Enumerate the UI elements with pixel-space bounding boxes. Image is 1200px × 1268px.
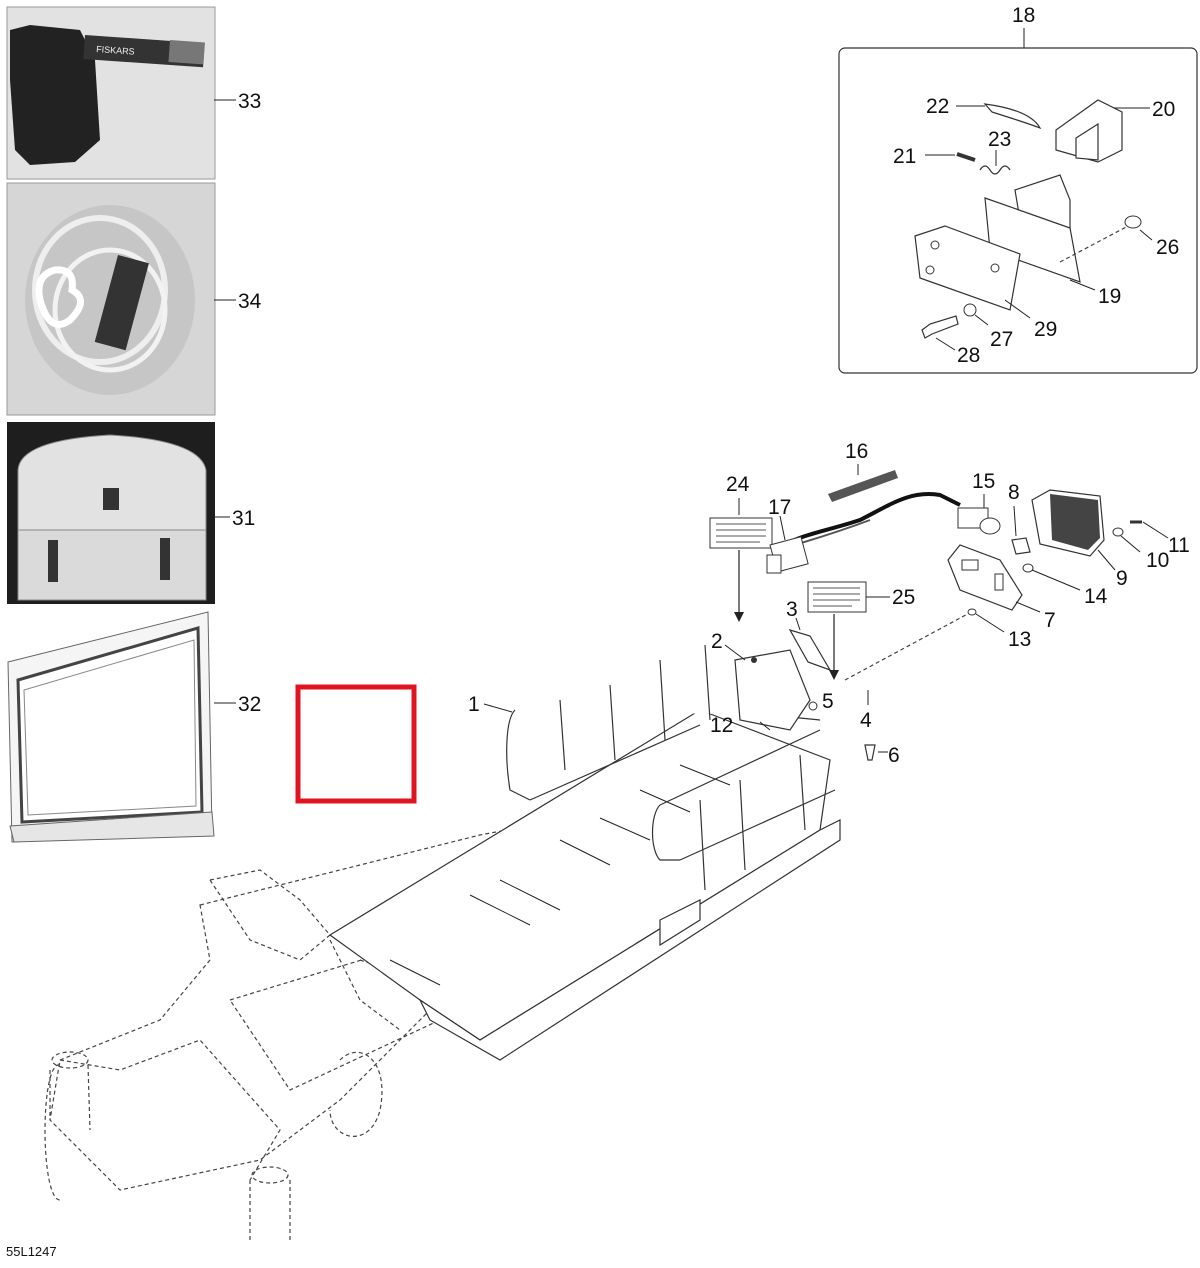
axe-brand-text: FISKARS <box>96 44 135 57</box>
grommet-15: 15 <box>957 470 1001 535</box>
callout-12: 12 <box>710 714 733 737</box>
callout-10: 10 <box>1146 549 1169 572</box>
callout-2: 2 <box>711 630 723 653</box>
callout-32: 32 <box>238 693 261 716</box>
light-bracket-7: 7 <box>947 544 1056 632</box>
callout-6: 6 <box>888 744 900 767</box>
callout-24: 24 <box>726 473 750 496</box>
callout-27: 27 <box>990 328 1013 351</box>
tail-light-9: 9 <box>1031 489 1128 590</box>
screw-8: 8 <box>1008 481 1031 555</box>
callout-13: 13 <box>1008 628 1031 651</box>
callout-26: 26 <box>1156 236 1179 259</box>
callout-21: 21 <box>893 145 916 168</box>
callout-22: 22 <box>926 95 949 118</box>
highlight-box <box>295 684 417 804</box>
callout-8: 8 <box>1008 481 1020 504</box>
callout-17: 17 <box>768 496 791 519</box>
callout-28: 28 <box>957 344 980 367</box>
detail-inset: 18 22 20 21 23 26 19 <box>838 4 1198 374</box>
photo-axe: FISKARS <box>6 6 216 180</box>
callout-31: 31 <box>232 507 255 530</box>
callout-1: 1 <box>468 693 480 716</box>
callout-16: 16 <box>845 440 868 463</box>
callout-11: 11 <box>1168 534 1190 557</box>
callout-7: 7 <box>1044 609 1056 632</box>
callout-20: 20 <box>1152 98 1175 121</box>
photo-storage-box <box>7 422 215 604</box>
cargo-rack <box>328 623 862 1061</box>
callout-5: 5 <box>822 690 834 713</box>
decal-25: 25 <box>807 581 915 680</box>
photo-panel <box>7 611 215 843</box>
callout-33: 33 <box>238 90 261 113</box>
drawing-code: 55L1247 <box>6 1244 57 1259</box>
wiring-harness: 16 17 <box>766 440 961 574</box>
callout-29: 29 <box>1034 318 1057 341</box>
callout-34: 34 <box>238 290 262 313</box>
callout-4: 4 <box>860 709 872 732</box>
callout-9: 9 <box>1116 567 1128 590</box>
callout-14: 14 <box>1084 585 1108 608</box>
decal-24: 24 <box>709 473 773 622</box>
callout-18: 18 <box>1012 4 1035 27</box>
callout-25: 25 <box>892 586 915 609</box>
callout-19: 19 <box>1098 285 1121 308</box>
callout-15: 15 <box>972 470 995 493</box>
callout-3: 3 <box>786 598 798 621</box>
callout-23: 23 <box>988 128 1011 151</box>
photo-rope <box>6 182 216 416</box>
